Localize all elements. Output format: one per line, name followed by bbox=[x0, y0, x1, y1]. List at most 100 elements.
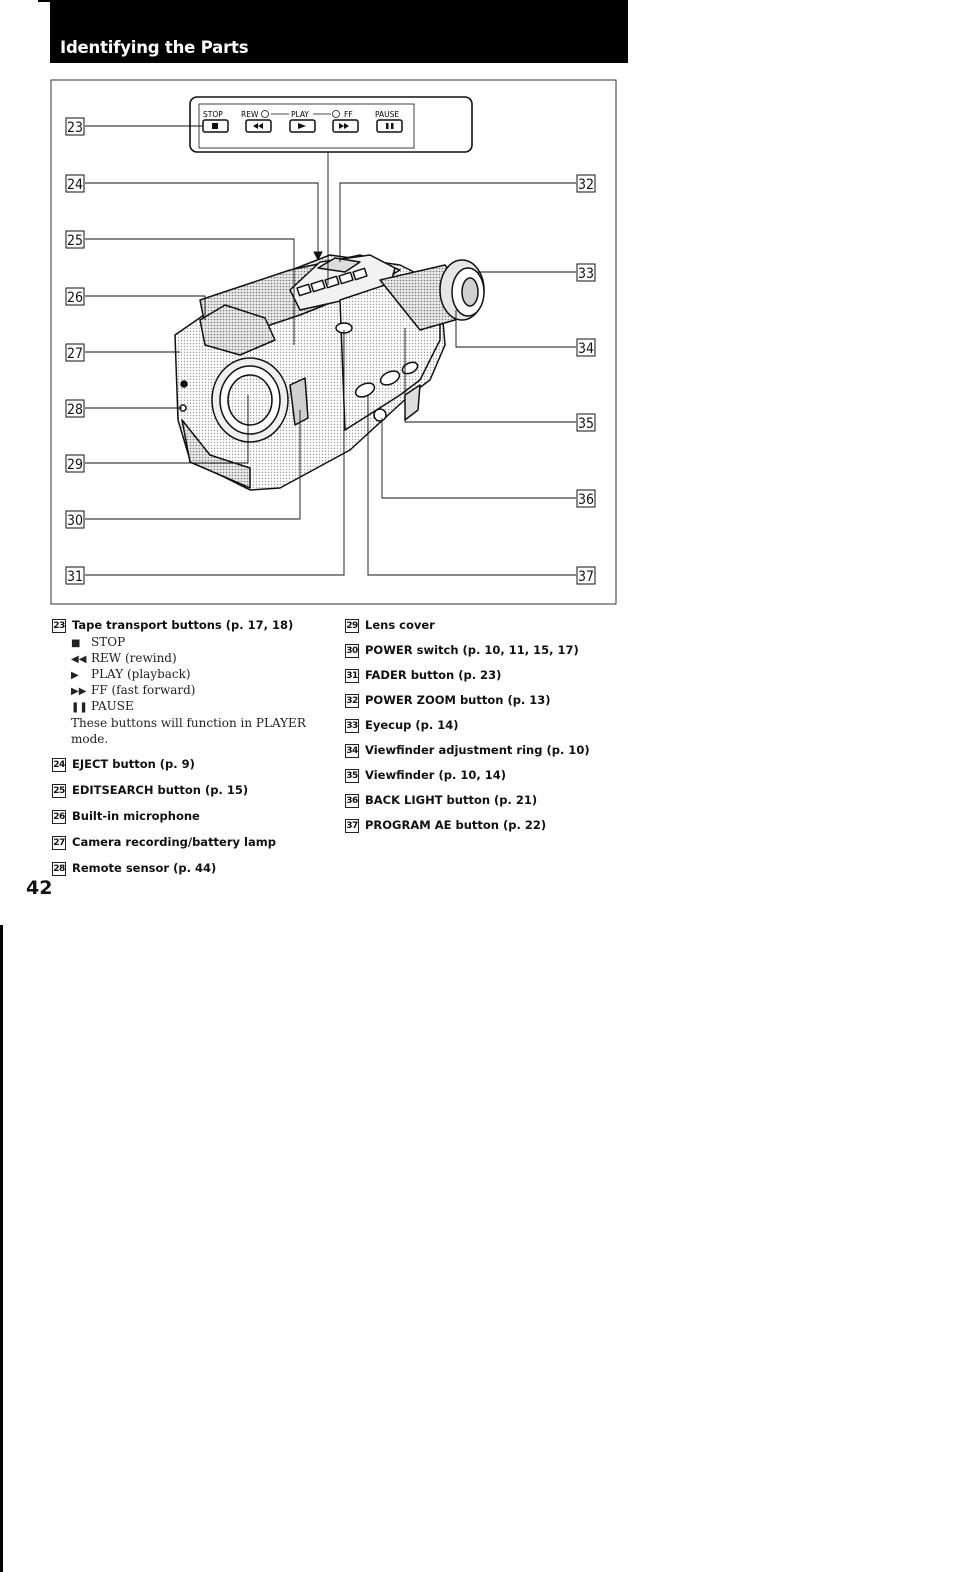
corner-crop-mark bbox=[38, 0, 50, 2]
diagram-frame bbox=[50, 79, 617, 605]
part-number: 25 bbox=[52, 784, 66, 798]
svg-text:32: 32 bbox=[578, 177, 594, 193]
tape-button-item: ◀◀ REW (rewind) bbox=[52, 651, 342, 667]
tape-button-text: FF (fast forward) bbox=[91, 683, 196, 697]
part-entry-34: 34 Viewfinder adjustment ring (p. 10) bbox=[345, 743, 645, 758]
svg-text:24: 24 bbox=[67, 177, 83, 193]
part-label: POWER switch (p. 10, 11, 15, 17) bbox=[365, 643, 579, 657]
part-number: 24 bbox=[52, 758, 66, 772]
panel-label-play: PLAY bbox=[291, 110, 309, 119]
callout-25: 25 bbox=[65, 230, 85, 249]
parts-list-left: 23 Tape transport buttons (p. 17, 18) ■ ST… bbox=[52, 618, 342, 876]
panel-label-ff: FF bbox=[344, 110, 353, 119]
parts-list-right: 29 Lens cover 30 POWER switch (p. 10, 11, … bbox=[345, 618, 645, 833]
ff-marker-icon bbox=[332, 110, 340, 118]
part-entry-26: 26 Built-in microphone bbox=[52, 809, 342, 824]
callouts-right: 32 33 34 35 36 37 bbox=[576, 174, 596, 585]
part-label: Remote sensor (p. 44) bbox=[72, 861, 217, 875]
tape-button-text: STOP bbox=[91, 635, 126, 649]
tape-button-item: ■ STOP bbox=[52, 635, 342, 651]
rew-symbol-icon: ◀◀ bbox=[71, 654, 87, 665]
tape-button-text: PAUSE bbox=[91, 699, 134, 713]
part-number: 36 bbox=[345, 794, 359, 808]
svg-text:31: 31 bbox=[67, 569, 83, 585]
part-entry-23: 23 Tape transport buttons (p. 17, 18) bbox=[52, 618, 342, 633]
ff-button-icon bbox=[332, 119, 359, 133]
part-number: 35 bbox=[345, 769, 359, 783]
part-number: 37 bbox=[345, 819, 359, 833]
tape-button-item: ▶ PLAY (playback) bbox=[52, 667, 342, 683]
tape-buttons-note: These buttons will function in PLAYER mo… bbox=[71, 716, 306, 746]
part-number: 28 bbox=[52, 862, 66, 876]
page-title: Identifying the Parts bbox=[60, 38, 249, 57]
part-number: 32 bbox=[345, 694, 359, 708]
svg-text:35: 35 bbox=[578, 416, 594, 432]
part-entry-35: 35 Viewfinder (p. 10, 14) bbox=[345, 768, 645, 783]
part-label: Eyecup (p. 14) bbox=[365, 718, 459, 732]
part-entry-33: 33 Eyecup (p. 14) bbox=[345, 718, 645, 733]
part-number: 30 bbox=[345, 644, 359, 658]
svg-text:33: 33 bbox=[578, 266, 594, 282]
svg-text:27: 27 bbox=[67, 346, 83, 362]
camcorder-illustration bbox=[174, 254, 485, 491]
rew-marker-icon bbox=[261, 110, 269, 118]
panel-label-stop: STOP bbox=[203, 110, 223, 119]
pause-button-icon bbox=[376, 119, 403, 133]
part-number: 27 bbox=[52, 836, 66, 850]
part-entry-29: 29 Lens cover bbox=[345, 618, 645, 633]
part-number: 33 bbox=[345, 719, 359, 733]
part-number: 23 bbox=[52, 619, 66, 633]
play-symbol-icon: ▶ bbox=[71, 670, 79, 681]
svg-text:23: 23 bbox=[67, 120, 83, 136]
part-entry-24: 24 EJECT button (p. 9) bbox=[52, 757, 342, 772]
page-number: 42 bbox=[26, 877, 53, 899]
callout-32: 32 bbox=[576, 174, 596, 193]
callout-35: 35 bbox=[576, 413, 596, 432]
callout-27: 27 bbox=[65, 343, 85, 362]
callout-26: 26 bbox=[65, 287, 85, 306]
part-label: Tape transport buttons (p. 17, 18) bbox=[72, 618, 294, 632]
callout-36: 36 bbox=[576, 489, 596, 508]
svg-text:25: 25 bbox=[67, 233, 83, 249]
part-number: 31 bbox=[345, 669, 359, 683]
callout-33: 33 bbox=[576, 263, 596, 282]
part-entry-27: 27 Camera recording/battery lamp bbox=[52, 835, 342, 850]
callout-29: 29 bbox=[65, 454, 85, 473]
panel-label-pause: PAUSE bbox=[375, 110, 399, 119]
part-entry-28: 28 Remote sensor (p. 44) bbox=[52, 861, 342, 876]
callout-24: 24 bbox=[65, 174, 85, 193]
part-number: 29 bbox=[345, 619, 359, 633]
stop-symbol-icon: ■ bbox=[71, 638, 81, 649]
part-label: Camera recording/battery lamp bbox=[72, 835, 276, 849]
svg-text:34: 34 bbox=[578, 341, 594, 357]
part-label: Lens cover bbox=[365, 618, 435, 632]
part-label: Viewfinder (p. 10, 14) bbox=[365, 768, 506, 782]
part-entry-30: 30 POWER switch (p. 10, 11, 15, 17) bbox=[345, 643, 645, 658]
tape-button-panel: STOP REW PLAY FF PAUSE bbox=[189, 96, 473, 153]
callout-28: 28 bbox=[65, 399, 85, 418]
part-number: 26 bbox=[52, 810, 66, 824]
page-edge-bar bbox=[0, 925, 3, 1572]
callout-37: 37 bbox=[576, 566, 596, 585]
tape-button-text: PLAY (playback) bbox=[91, 667, 191, 681]
panel-label-rew: REW bbox=[241, 110, 259, 119]
play-button-icon bbox=[289, 119, 316, 133]
part-number: 34 bbox=[345, 744, 359, 758]
title-bar: Identifying the Parts bbox=[50, 0, 628, 63]
part-label: EJECT button (p. 9) bbox=[72, 757, 195, 771]
part-label: Built-in microphone bbox=[72, 809, 200, 823]
tape-button-item: ▶▶ FF (fast forward) bbox=[52, 683, 342, 699]
tape-button-text: REW (rewind) bbox=[91, 651, 177, 665]
callout-34: 34 bbox=[576, 338, 596, 357]
leader-lines bbox=[85, 125, 576, 576]
svg-text:37: 37 bbox=[578, 569, 594, 585]
part-label: EDITSEARCH button (p. 15) bbox=[72, 783, 249, 797]
part-entry-25: 25 EDITSEARCH button (p. 15) bbox=[52, 783, 342, 798]
part-label: Viewfinder adjustment ring (p. 10) bbox=[365, 743, 590, 757]
ff-symbol-icon: ▶▶ bbox=[71, 686, 87, 697]
